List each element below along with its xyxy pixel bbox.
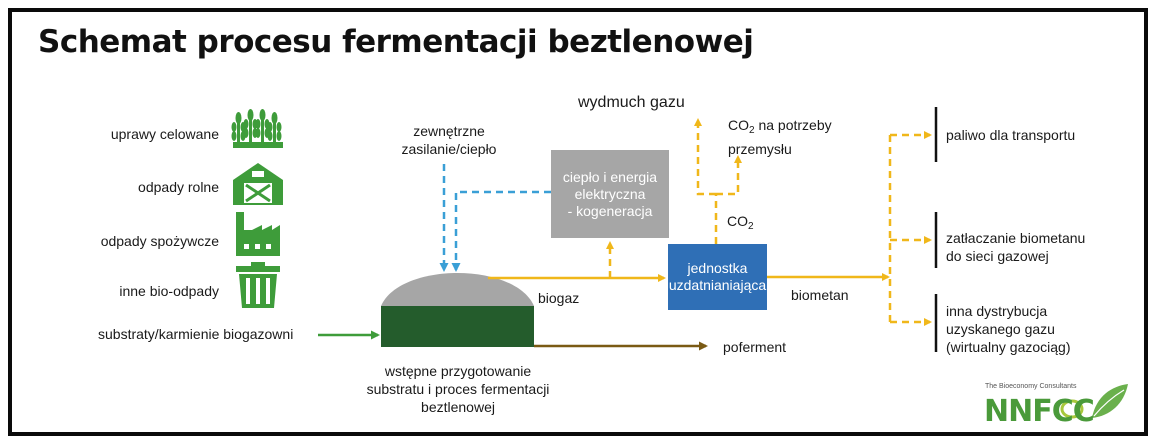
input-crops-label: uprawy celowane bbox=[110, 126, 219, 142]
co2-label: CO2 bbox=[727, 213, 754, 232]
external-supply-line2: zasilanie/ciepło bbox=[401, 141, 497, 157]
digester-icon bbox=[381, 273, 534, 347]
upgrading-line1: jednostka bbox=[687, 260, 748, 276]
upgrading-line2: uzdatnianiająca bbox=[668, 277, 767, 293]
output-other-line1: inna dystrybucja bbox=[946, 303, 1048, 319]
output-injection-label: zatłaczanie biometanu do sieci gazowej bbox=[946, 229, 1085, 265]
output-transport-label: paliwo dla transportu bbox=[946, 127, 1076, 143]
page-title: Schemat procesu fermentacji beztlenowej bbox=[38, 24, 754, 60]
co2-industry-line2: przemysłu bbox=[728, 141, 792, 157]
input-other-bio-label: inne bio-odpady bbox=[119, 283, 219, 299]
external-supply-label: zewnętrzne zasilanie/ciepło bbox=[394, 122, 504, 158]
output-injection-line1: zatłaczanie biometanu bbox=[946, 230, 1086, 246]
input-agri-waste-label: odpady rolne bbox=[138, 179, 219, 195]
output-injection-line2: do sieci gazowej bbox=[946, 248, 1049, 264]
chp-line1: ciepło i energia bbox=[562, 168, 658, 185]
external-supply-arrows bbox=[439, 164, 551, 272]
venting-label: wydmuch gazu bbox=[578, 94, 685, 111]
leaf-logo-icon bbox=[1060, 384, 1128, 419]
input-food-waste-label: odpady spożywcze bbox=[100, 233, 219, 249]
chp-line2: elektryczna bbox=[574, 185, 646, 202]
digester-line2: substratu i proces fermentacji bbox=[366, 381, 550, 397]
logo-tagline: The Bioeconomy Consultants bbox=[985, 383, 1077, 390]
biomethane-label: biometan bbox=[791, 287, 849, 303]
output-other-line3: (wirtualny gazociąg) bbox=[946, 339, 1071, 355]
output-other-line2: uzyskanego gazu bbox=[946, 321, 1055, 337]
distribution-lines bbox=[888, 131, 932, 326]
digestate-label: poferment bbox=[723, 339, 787, 355]
chp-line3: - kogeneracja bbox=[567, 202, 653, 219]
co2-industry-label: CO2 na potrzeby przemysłu bbox=[728, 117, 832, 157]
barn-icon bbox=[233, 163, 283, 205]
upgrading-unit-box: jednostka uzdatnianiająca bbox=[668, 244, 767, 310]
trash-can-icon bbox=[236, 262, 280, 308]
biogas-label: biogaz bbox=[538, 290, 580, 306]
input-substrates-label: substraty/karmienie biogazowni bbox=[98, 326, 294, 342]
logo-name: NNFCC bbox=[984, 394, 1095, 429]
digester-label: wstępne przygotowanie substratu i proces… bbox=[348, 362, 568, 416]
digester-line1: wstępne przygotowanie bbox=[384, 363, 532, 379]
external-supply-line1: zewnętrzne bbox=[413, 123, 485, 139]
output-other-label: inna dystrybucja uzyskanego gazu (wirtua… bbox=[946, 302, 1071, 356]
factory-icon bbox=[236, 212, 280, 256]
digester-line3: beztlenowej bbox=[421, 399, 495, 415]
co2-lines bbox=[694, 118, 742, 244]
chp-box: ciepło i energia elektryczna - kogenerac… bbox=[551, 150, 669, 238]
wheat-icon bbox=[231, 109, 283, 148]
